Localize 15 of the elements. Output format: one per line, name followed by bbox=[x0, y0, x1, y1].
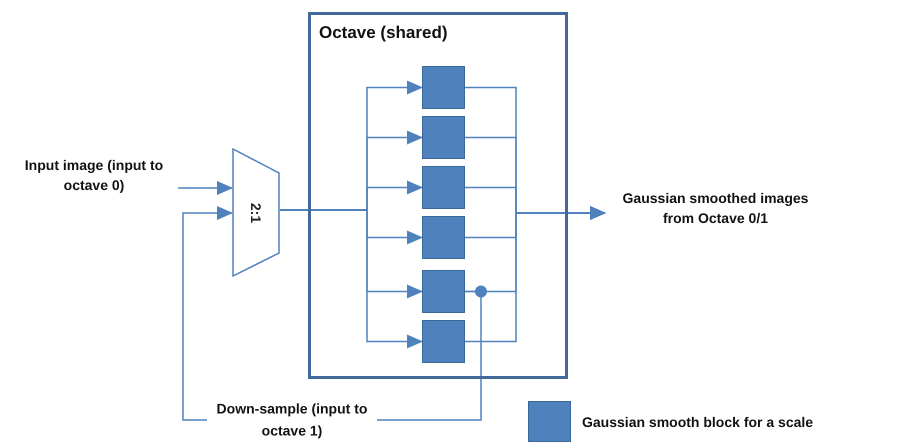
frame-title: Octave (shared) bbox=[319, 23, 448, 43]
arrow bbox=[178, 181, 233, 195]
ratio-label: 2:1 bbox=[248, 202, 264, 223]
smoothing-block bbox=[422, 216, 465, 259]
smoothing-block bbox=[422, 116, 465, 159]
smoothing-block bbox=[422, 270, 465, 313]
legend-text: Gaussian smooth block for a scale bbox=[582, 414, 814, 430]
node-text: Gaussian smoothed images from Octave 0/1 bbox=[622, 189, 810, 228]
smoothing-block bbox=[422, 66, 465, 109]
smoothing-block bbox=[422, 320, 465, 363]
arrow bbox=[280, 209, 423, 348]
smoothing-block bbox=[422, 166, 465, 209]
node-text: Input image (input to octave 0) bbox=[24, 156, 164, 195]
octave-frame bbox=[308, 12, 568, 379]
arrow bbox=[465, 206, 606, 342]
